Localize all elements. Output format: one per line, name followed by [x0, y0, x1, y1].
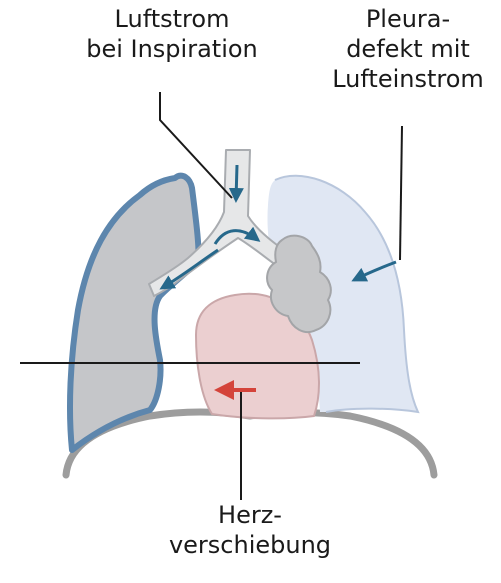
label-pleural-defect: Pleura- defekt mit Lufteinstrom	[318, 4, 498, 94]
label-line: bei Inspiration	[54, 34, 290, 64]
label-line: verschiebung	[150, 530, 350, 560]
label-line: defekt mit	[318, 34, 498, 64]
label-heart-shift: Herz- verschiebung	[150, 500, 350, 560]
label-line: Luftstrom	[54, 4, 290, 34]
label-line: Lufteinstrom	[318, 64, 498, 94]
airflow-arrow-trachea	[236, 165, 237, 200]
diaphragm-inner	[80, 422, 420, 468]
leader-line-pleura	[400, 126, 402, 260]
label-airflow-inspiration: Luftstrom bei Inspiration	[54, 4, 290, 64]
collapsed-lung	[70, 176, 199, 450]
label-line: Pleura-	[318, 4, 498, 34]
label-line: Herz-	[150, 500, 350, 530]
